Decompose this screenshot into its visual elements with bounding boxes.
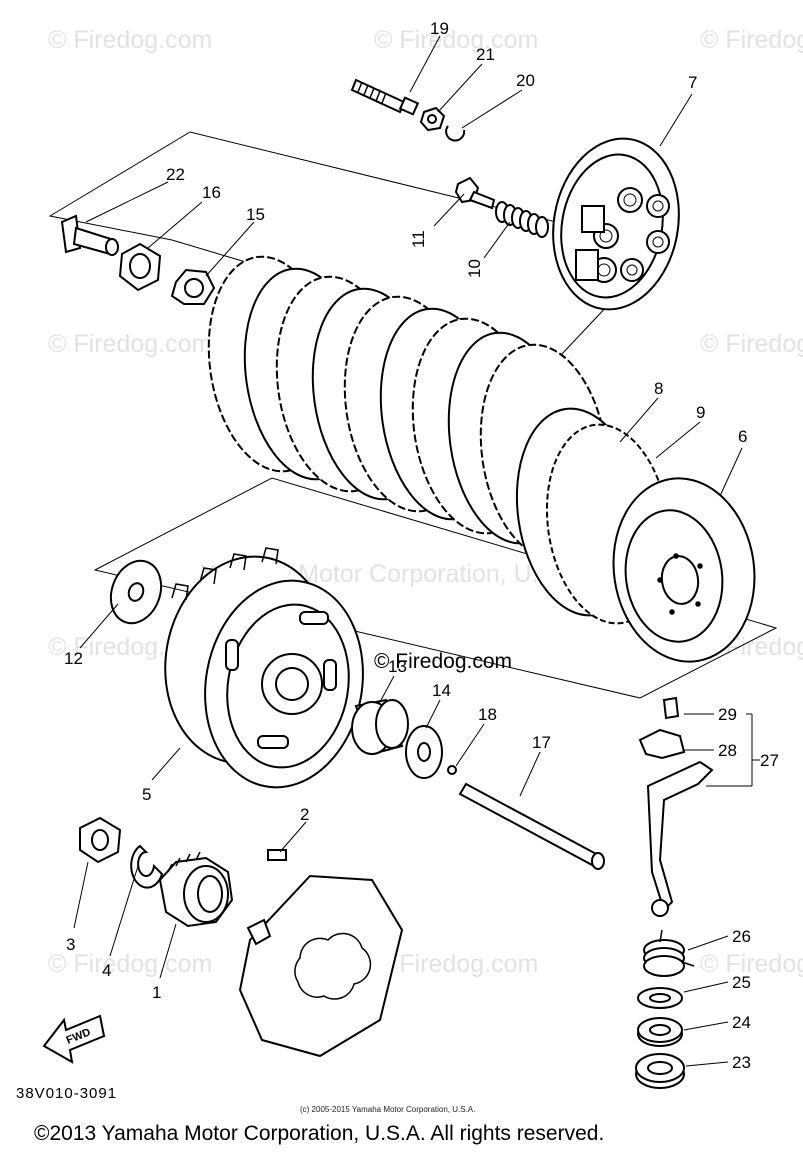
oil-seal-23 <box>635 1053 685 1089</box>
callout-2: 2 <box>300 805 309 824</box>
bolt-29 <box>662 696 680 720</box>
callout-21: 21 <box>476 45 495 64</box>
push-rod-17 <box>458 782 605 870</box>
watermark: © Firedog.com <box>700 950 803 978</box>
circlip-20 <box>445 125 466 142</box>
lock-washer-15 <box>170 268 216 305</box>
small-copyright: (c) 2005-2015 Yamaha Motor Corporation, … <box>300 1105 475 1114</box>
lock-washer-4 <box>130 844 164 889</box>
washer-25 <box>637 987 683 1009</box>
diagram-code: 38V010-3091 <box>16 1085 117 1102</box>
lower-axis-outline <box>93 477 778 699</box>
callout-10: 10 <box>465 259 484 278</box>
watermark: © Firedog.com <box>48 330 212 358</box>
washer-14 <box>405 725 443 779</box>
primary-drive-gear <box>158 851 234 928</box>
callout-23: 23 <box>732 1053 751 1072</box>
clutch-plate-stack <box>207 255 671 625</box>
callout-9: 9 <box>696 403 705 422</box>
watermark: © Firedog.com <box>48 950 212 978</box>
key-2 <box>267 849 287 861</box>
spring-26 <box>643 929 695 977</box>
watermark: © Firedog.com <box>700 330 803 358</box>
watermark: © Firedog.com <box>374 26 538 54</box>
copyright-footer: ©2013 Yamaha Motor Corporation, U.S.A. A… <box>34 1122 604 1145</box>
callout-13: 13 <box>388 657 407 676</box>
spacer-13 <box>351 698 409 756</box>
nut-21 <box>419 106 446 132</box>
push-lever-assembly-27 <box>638 696 714 917</box>
pressure-plate <box>552 137 680 311</box>
watermark: © Firedog.com <box>48 26 212 54</box>
callout-19: 19 <box>430 19 449 38</box>
clutch-spring-10 <box>495 201 549 238</box>
primary-cover <box>238 874 404 1058</box>
callout-11: 11 <box>409 230 428 248</box>
callout-26: 26 <box>732 927 751 946</box>
clutch-boss <box>612 477 756 663</box>
leader-lines <box>73 35 760 1067</box>
callout-24: 24 <box>732 1013 751 1032</box>
bolt-11 <box>454 176 496 210</box>
nut-16 <box>118 242 162 292</box>
callout-3: 3 <box>66 935 75 954</box>
callout-7: 7 <box>688 73 697 92</box>
watermark: © Firedog.com <box>374 950 538 978</box>
callout-1: 1 <box>152 983 161 1002</box>
adjuster-28 <box>638 728 686 760</box>
callout-8: 8 <box>654 379 663 398</box>
clutch-housing <box>164 547 364 789</box>
callout-29: 29 <box>718 705 737 724</box>
thrust-washer-12 <box>109 559 163 625</box>
callout-4: 4 <box>102 961 111 980</box>
callout-labels: 19 21 20 7 22 16 15 11 10 8 9 6 12 5 13 … <box>64 19 779 1072</box>
callout-6: 6 <box>738 427 747 446</box>
push-rod-22 <box>60 214 119 256</box>
callout-16: 16 <box>202 183 221 202</box>
callout-18: 18 <box>478 705 497 724</box>
callout-25: 25 <box>732 973 751 992</box>
callout-12: 12 <box>64 649 83 668</box>
callout-27: 27 <box>760 751 779 770</box>
ball-18 <box>447 765 457 775</box>
watermark-center: © Firedog.com <box>374 650 512 673</box>
callout-14: 14 <box>432 681 451 700</box>
callout-17: 17 <box>532 733 551 752</box>
nut-3 <box>79 816 122 864</box>
watermark: © Firedog.com <box>700 26 803 54</box>
callout-5: 5 <box>142 785 151 804</box>
callout-22: 22 <box>166 165 185 184</box>
bearing-24 <box>637 1017 683 1047</box>
adjusting-screw <box>350 78 420 116</box>
callout-28: 28 <box>718 741 737 760</box>
fwd-arrow-icon: FWD <box>42 1014 106 1064</box>
callout-20: 20 <box>516 71 535 90</box>
callout-15: 15 <box>246 205 265 224</box>
